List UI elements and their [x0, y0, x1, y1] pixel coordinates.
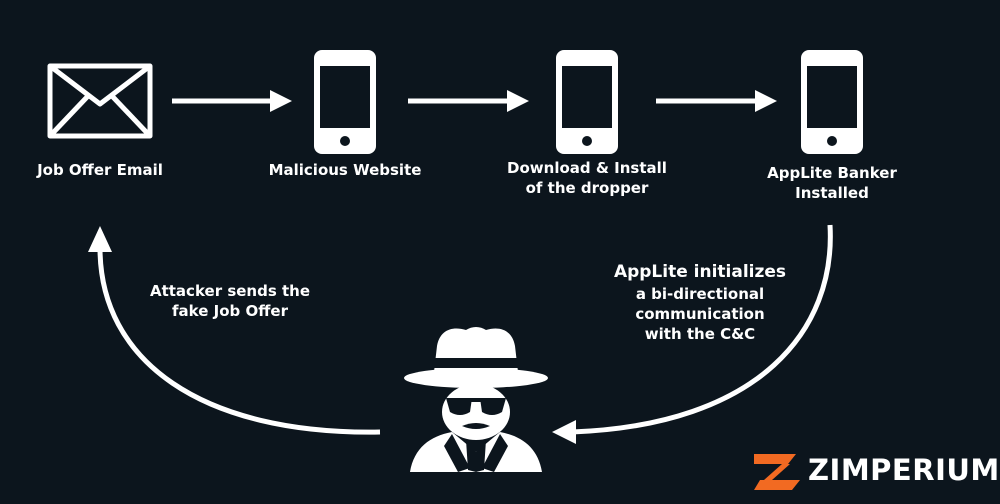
arrow-download-to-installed [656, 90, 777, 112]
zimperium-logo-icon [754, 454, 800, 490]
edge-label-cc-communication: AppLite initializes a bi-directional com… [613, 262, 787, 343]
arrow-installed-to-attacker [552, 224, 833, 444]
arrow-email-to-website [172, 90, 292, 112]
edge-label-attacker-sends: Attacker sends the fake Job Offer [149, 282, 311, 320]
node-label-installed: AppLite Banker Installed [767, 164, 897, 202]
brand-name: ZIMPERIUM. [808, 453, 1000, 487]
arrow-website-to-download [408, 90, 529, 112]
smartphone-icon [314, 50, 376, 154]
arrow-attacker-to-email [88, 226, 381, 435]
hacker-spy-icon [404, 327, 548, 472]
smartphone-icon [801, 50, 863, 154]
smartphone-icon [556, 50, 618, 154]
node-label-email: Job Offer Email [37, 161, 163, 179]
node-label-download: Download & Install of the dropper [507, 159, 667, 197]
brand-logo: ZIMPERIUM. [752, 452, 1000, 488]
node-label-website: Malicious Website [268, 161, 422, 179]
envelope-icon [47, 63, 153, 139]
